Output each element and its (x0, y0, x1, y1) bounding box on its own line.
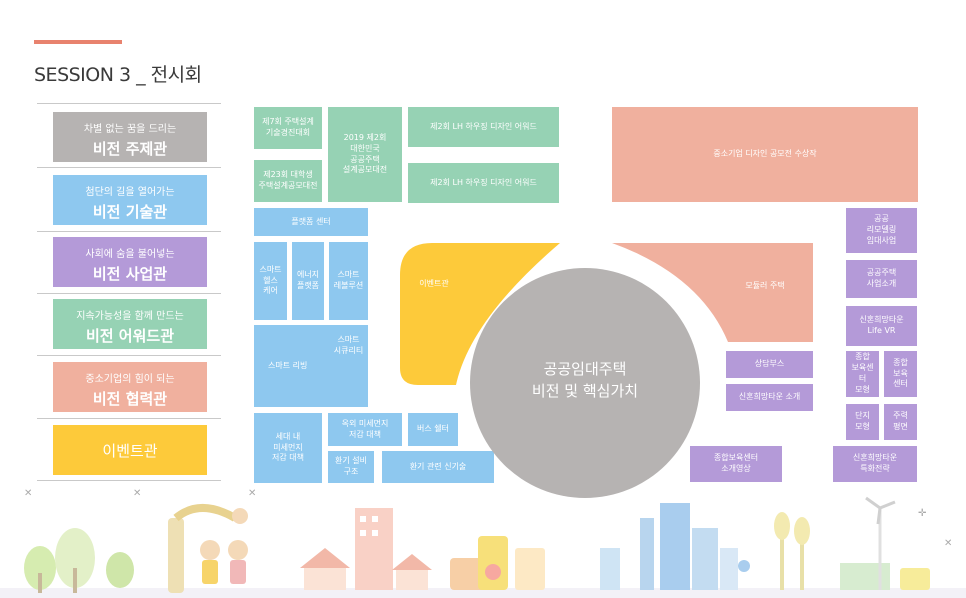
decor-cross-icon: ✕ (944, 538, 953, 549)
central-core-circle (470, 268, 700, 498)
title-accent-bar (34, 40, 122, 44)
event-hall-area (400, 243, 560, 385)
legend-divider (37, 480, 221, 481)
booth-public-remodeling-rental[interactable]: 공공 리모델링 임대사업 (846, 208, 917, 253)
legend-label: 비전 어워드관 (85, 327, 175, 345)
booth-smart-revolution[interactable]: 스마트 레볼루션 (329, 242, 368, 320)
booth-student-housing-design[interactable]: 제23회 대학생 주택설계공모대전 (254, 160, 322, 202)
legend-divider (37, 293, 221, 294)
booth-housing-design-contest[interactable]: 제7회 주택설계 기술경진대회 (254, 107, 322, 149)
booth-childcare-center[interactable]: 종합 보육 센터 (884, 351, 917, 397)
legend-subtitle: 지속가능성을 함께 만드는 (76, 311, 184, 322)
legend-label: 비전 사업관 (92, 265, 168, 283)
decor-cross-icon: ✕ (133, 488, 142, 499)
legend-award-hall[interactable]: 지속가능성을 함께 만드는 비전 어워드관 (53, 299, 207, 349)
booth-smart-security[interactable]: 스마트 시큐리티 (329, 325, 368, 367)
legend-subtitle: 사회에 숨을 불어넣는 (85, 249, 175, 260)
booth-indoor-dust-reduction[interactable]: 세대 내 미세먼지 저감 대책 (254, 413, 322, 483)
booth-childcare-video[interactable]: 종합보육센터 소개영상 (690, 446, 782, 482)
booth-outdoor-dust-reduction[interactable]: 옥외 미세먼지 저감 대책 (328, 413, 402, 446)
booth-lh-design-award-2[interactable]: 제2회 LH 하우징 디자인 어워드 (408, 163, 559, 203)
booth-bus-shelter[interactable]: 버스 쉘터 (408, 413, 458, 446)
page-title: SESSION 3 _ 전시회 (34, 64, 202, 86)
legend-label: 이벤트관 (102, 441, 158, 460)
booth-ventilation-tech[interactable]: 환기 관련 신기술 (382, 451, 494, 483)
legend-theme-hall[interactable]: 차별 없는 꿈을 드리는 비전 주제관 (53, 112, 207, 162)
legend-divider (37, 231, 221, 232)
booth-newlywed-life-vr[interactable]: 신혼희망타운 Life VR (846, 306, 917, 346)
decor-cross-icon: ✕ (24, 488, 33, 499)
booth-complex-model[interactable]: 단지 모형 (846, 404, 879, 440)
legend-subtitle: 중소기업의 힘이 되는 (85, 374, 175, 385)
legend-label: 비전 주제관 (92, 140, 168, 158)
legend-partner-hall[interactable]: 중소기업의 힘이 되는 비전 협력관 (53, 362, 207, 412)
booth-ventilation-structure[interactable]: 환기 설비 구조 (328, 451, 374, 483)
booth-public-housing-design-competition[interactable]: 2019 제2회 대한민국 공공주택 설계공모대전 (328, 107, 402, 202)
booth-event-hall[interactable]: 이벤트관 (419, 278, 449, 288)
legend-divider (37, 103, 221, 104)
booth-childcare-center-model[interactable]: 종합 보육센터 모형 (846, 351, 879, 397)
booth-smart-healthcare[interactable]: 스마트 헬스 케어 (254, 242, 287, 320)
legend-event-hall[interactable]: 이벤트관 (53, 425, 207, 475)
booth-main-floorplan[interactable]: 주력 평면 (884, 404, 917, 440)
legend-divider (37, 418, 221, 419)
legend-label: 비전 기술관 (92, 203, 168, 221)
modular-housing-area (612, 243, 813, 342)
booth-consultation[interactable]: 상담부스 (726, 351, 813, 378)
legend-divider (37, 355, 221, 356)
booth-sme-design-winners[interactable]: 중소기업 디자인 공모전 수상작 (612, 107, 918, 202)
booth-lh-design-award[interactable]: 제2회 LH 하우징 디자인 어워드 (408, 107, 559, 147)
legend-business-hall[interactable]: 사회에 숨을 불어넣는 비전 사업관 (53, 237, 207, 287)
booth-platform-center[interactable]: 플랫폼 센터 (254, 208, 368, 236)
legend-tech-hall[interactable]: 첨단의 길을 열어가는 비전 기술관 (53, 175, 207, 225)
booth-newlywed-town-intro[interactable]: 신혼희망타운 소개 (726, 384, 813, 411)
center-title: 공공임대주택 비전 및 핵심가치 (531, 359, 639, 401)
decor-cross-icon: ✕ (248, 488, 257, 499)
legend-label: 비전 협력관 (92, 390, 168, 408)
booth-public-housing-intro[interactable]: 공공주택 사업소개 (846, 260, 917, 298)
decor-plus-icon: ✛ (918, 508, 927, 519)
booth-modular-housing[interactable]: 모듈러 주택 (745, 280, 785, 290)
cityscape-illustration (0, 496, 966, 598)
legend-divider (37, 167, 221, 168)
booth-energy-platform[interactable]: 에너지 플랫폼 (292, 242, 324, 320)
legend-subtitle: 차별 없는 꿈을 드리는 (83, 124, 177, 135)
booth-newlywed-strategy[interactable]: 신혼희망타운 특화전략 (833, 446, 917, 482)
legend-subtitle: 첨단의 길을 열어가는 (85, 187, 175, 198)
